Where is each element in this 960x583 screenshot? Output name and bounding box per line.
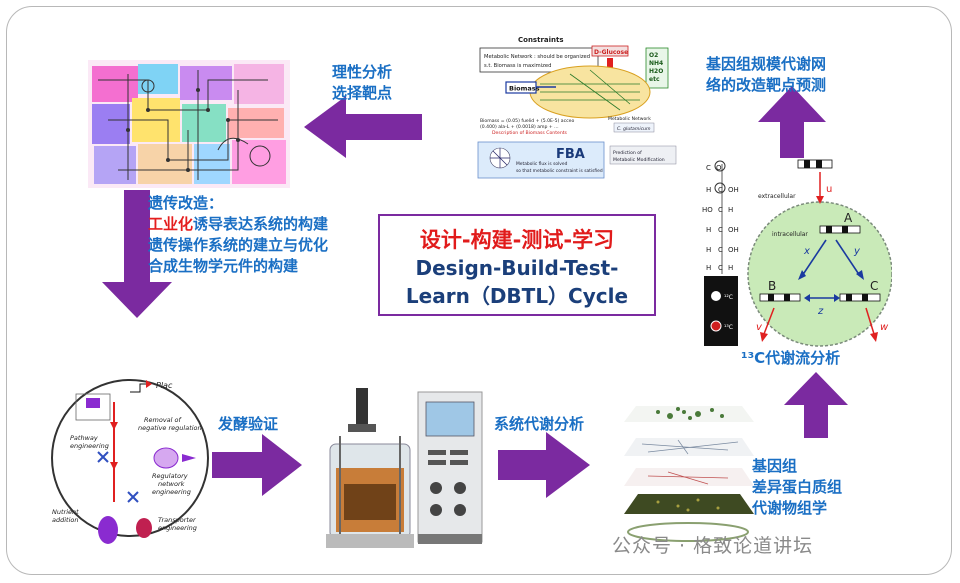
label-genetic-modification: 遗传改造： 工业化诱导表达系统的构建 遗传操作系统的建立与优化 合成生物学元件的… bbox=[148, 193, 388, 277]
svg-text:H: H bbox=[706, 186, 711, 194]
fba-network-line2: s.t. Biomass is maximized bbox=[484, 63, 551, 69]
label-genome-scale: 基因组规模代谢网 络的改造靶点预测 bbox=[706, 54, 856, 96]
omics-layers bbox=[624, 406, 754, 542]
label-genetic-line2: 遗传操作系统的建立与优化 bbox=[148, 236, 329, 254]
label-omics: 基因组 差异蛋白质组 代谢物组学 bbox=[752, 456, 882, 519]
arrow-left-top bbox=[304, 96, 422, 158]
label-genetic-line3: 合成生物学元件的构建 bbox=[148, 257, 299, 275]
eng-regulatory-line2: network bbox=[158, 480, 185, 488]
label-genome-line2: 络的改造靶点预测 bbox=[706, 76, 827, 94]
metabolic-engineering-diagram: Pathway engineering Plac Removal of nega… bbox=[51, 379, 209, 544]
arrow-up-bottom-right bbox=[784, 372, 848, 438]
flux-intracellular: intracellular bbox=[772, 231, 808, 238]
fba-cg: C. glutamicum bbox=[617, 126, 651, 132]
svg-text:C: C bbox=[718, 226, 723, 234]
fba-network-line1: Metabolic Network : should be organized bbox=[484, 54, 590, 60]
label-fermentation: 发酵验证 bbox=[218, 415, 279, 433]
fba-desc1: Metabolic flux is solved bbox=[516, 161, 568, 167]
flux-c13: ¹³C bbox=[724, 324, 733, 331]
svg-text:HO: HO bbox=[702, 206, 713, 214]
fba-constraints-label: Constraints bbox=[518, 36, 564, 44]
svg-text:C: C bbox=[718, 246, 723, 254]
flux-node-c: C bbox=[870, 279, 878, 293]
flux-node-b: B bbox=[768, 279, 776, 293]
fermenter-image bbox=[310, 384, 488, 554]
arrow-down-left bbox=[102, 190, 172, 318]
arrow-right-2 bbox=[498, 432, 590, 498]
eng-removal-line2: negative regulation bbox=[138, 424, 202, 432]
label-genetic-highlight: 工业化 bbox=[148, 215, 194, 233]
label-genome-line1: 基因组规模代谢网 bbox=[706, 55, 827, 73]
eng-transporter-line1: Transporter bbox=[158, 516, 197, 524]
label-omics-line3: 代谢物组学 bbox=[752, 499, 828, 517]
eng-plac: Plac bbox=[156, 381, 173, 390]
fba-formula3: Description of Biomass Contents bbox=[492, 130, 568, 136]
svg-text:O: O bbox=[716, 164, 722, 172]
svg-text:H: H bbox=[706, 264, 711, 272]
outer-frame bbox=[6, 6, 952, 575]
label-genetic-title: 遗传改造： bbox=[148, 194, 224, 212]
fba-glucose-label: D-Glucose bbox=[594, 49, 628, 56]
label-rational-line1: 理性分析 bbox=[332, 63, 393, 81]
svg-text:H: H bbox=[706, 226, 711, 234]
eng-nutrient-line1: Nutrient bbox=[52, 508, 79, 516]
svg-text:OH: OH bbox=[728, 226, 739, 234]
flux-w: w bbox=[880, 322, 889, 333]
fba-prediction2: Metabolic Modification bbox=[613, 157, 665, 163]
flux-x: x bbox=[803, 246, 810, 257]
fba-out-o2: O2 bbox=[649, 52, 658, 59]
label-rational-line2: 选择靶点 bbox=[332, 84, 393, 102]
dbtl-english-line1: Design-Build-Test- bbox=[415, 256, 619, 280]
flux-v: v bbox=[756, 322, 763, 333]
fba-formula1: Biomass = (0.05) fuelid + (5.0E-5) acceo bbox=[480, 118, 574, 124]
dbtl-center-box: 设计-构建-测试-学习 Design-Build-Test- Learn（DBT… bbox=[378, 214, 656, 316]
eng-pathway-line1: Pathway bbox=[70, 434, 98, 442]
svg-text:H: H bbox=[728, 206, 733, 214]
arrow-up-top-right bbox=[758, 86, 826, 160]
svg-text:H: H bbox=[728, 264, 733, 272]
eng-pathway-line2: engineering bbox=[70, 442, 109, 450]
svg-text:H: H bbox=[706, 246, 711, 254]
eng-removal-line1: Removal of bbox=[144, 416, 183, 424]
svg-text:C: C bbox=[718, 206, 723, 214]
flux-z: z bbox=[817, 306, 824, 317]
dbtl-english-line2: Learn（DBTL）Cycle bbox=[405, 284, 629, 308]
eng-nutrient-line2: addition bbox=[52, 516, 79, 524]
fba-formula2: (0.400) ala-L + (0.0018) amp + ... bbox=[480, 124, 559, 130]
label-omics-line2: 差异蛋白质组 bbox=[752, 478, 843, 496]
svg-text:C: C bbox=[718, 264, 723, 272]
fba-desc2: so that metabolic constraint is satisfie… bbox=[516, 168, 603, 174]
label-13c-flux: ¹³C代谢流分析 bbox=[741, 349, 841, 367]
fba-out-nh4: NH4 bbox=[649, 60, 663, 67]
fba-out-etc: etc bbox=[649, 76, 660, 83]
fba-out-h2o: H2O bbox=[649, 68, 663, 75]
fba-metab-net: Metabolic Network bbox=[608, 116, 651, 122]
label-genetic-line1: 诱导表达系统的构建 bbox=[193, 215, 329, 233]
label-systems-analysis: 系统代谢分析 bbox=[494, 415, 585, 433]
flux-c12: ¹²C bbox=[724, 294, 733, 301]
svg-text:OH: OH bbox=[728, 186, 739, 194]
watermark: 公众号 · 格致论道讲坛 bbox=[612, 535, 814, 557]
fba-prediction1: Prediction of bbox=[613, 150, 642, 156]
svg-text:OH: OH bbox=[728, 246, 739, 254]
fba-diagram: Constraints Metabolic Network : should b… bbox=[470, 34, 682, 184]
flux-u: u bbox=[826, 184, 832, 195]
flux-extracellular: extracellular bbox=[758, 193, 796, 200]
label-omics-line1: 基因组 bbox=[752, 457, 798, 475]
flux-node-a: A bbox=[844, 211, 853, 225]
eng-regulatory-line1: Regulatory bbox=[152, 472, 188, 480]
fba-biomass-label: Biomass bbox=[509, 85, 540, 93]
svg-text:C: C bbox=[718, 186, 723, 194]
arrow-right-1 bbox=[212, 434, 302, 496]
flux-y: y bbox=[853, 246, 861, 257]
eng-regulatory-line3: engineering bbox=[152, 488, 191, 496]
dbtl-chinese-title: 设计-构建-测试-学习 bbox=[419, 228, 615, 252]
fba-title: FBA bbox=[556, 147, 585, 162]
label-rational-analysis: 理性分析 选择靶点 bbox=[332, 62, 412, 104]
metabolic-network-map bbox=[88, 60, 290, 188]
eng-transporter-line2: engineering bbox=[158, 524, 197, 532]
svg-text:C: C bbox=[706, 164, 711, 172]
